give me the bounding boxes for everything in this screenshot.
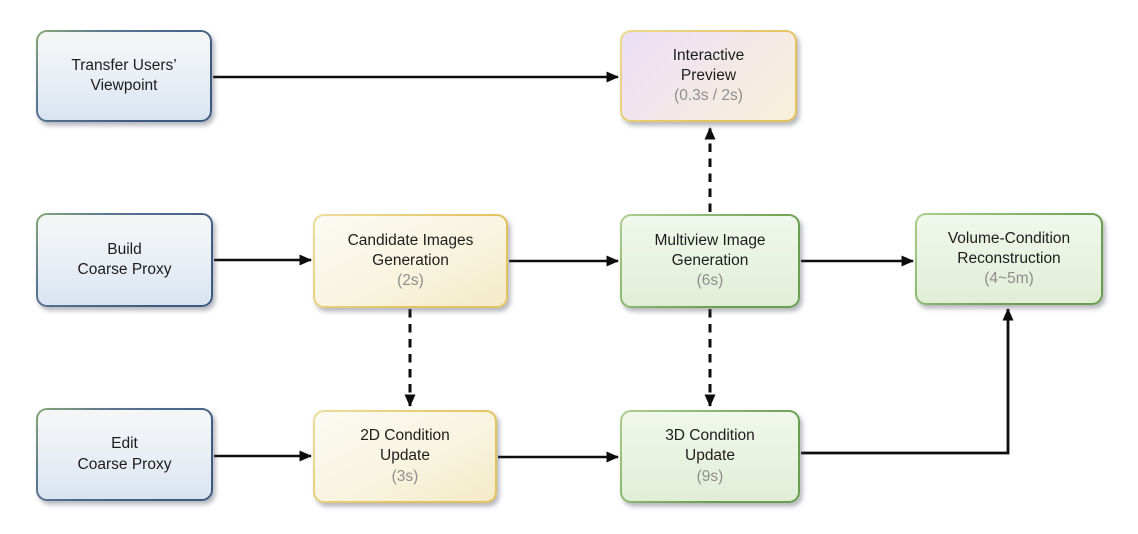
node-body: Candidate Images Generation (2s) [315, 216, 506, 306]
node-transfer-users-viewpoint: Transfer Users’ Viewpoint [36, 30, 212, 122]
node-time: (3s) [391, 467, 419, 485]
node-title: Interactive Preview [672, 46, 745, 84]
node-body: Multiview Image Generation (6s) [622, 216, 798, 306]
node-interactive-preview: Interactive Preview (0.3s / 2s) [620, 30, 797, 122]
node-title: Transfer Users’ Viewpoint [71, 56, 177, 94]
node-body: 3D Condition Update (9s) [622, 412, 798, 501]
node-body: Volume-Condition Reconstruction (4~5m) [917, 215, 1101, 303]
node-time: (2s) [397, 272, 424, 290]
arrow-3d-to-volume-elbow [801, 308, 1014, 455]
node-candidate-images-generation: Candidate Images Generation (2s) [313, 214, 508, 308]
node-time: (6s) [696, 272, 724, 290]
node-time: (4~5m) [984, 270, 1034, 288]
node-volume-condition-reconstruction: Volume-Condition Reconstruction (4~5m) [915, 213, 1103, 305]
node-body: Build Coarse Proxy [38, 215, 211, 305]
node-build-coarse-proxy: Build Coarse Proxy [36, 213, 213, 307]
node-edit-coarse-proxy: Edit Coarse Proxy [36, 408, 213, 501]
node-body: Interactive Preview (0.3s / 2s) [622, 32, 795, 120]
node-title: Build Coarse Proxy [77, 240, 172, 278]
node-title: 3D Condition Update [665, 427, 755, 465]
node-time: (0.3s / 2s) [674, 87, 743, 105]
node-title: Volume-Condition Reconstruction [947, 229, 1071, 267]
node-3d-condition-update: 3D Condition Update (9s) [620, 410, 800, 503]
node-title: Edit Coarse Proxy [77, 435, 172, 473]
node-body: Transfer Users’ Viewpoint [38, 32, 210, 120]
node-title: Multiview Image Generation [654, 231, 766, 269]
node-time: (9s) [696, 467, 724, 485]
node-multiview-image-generation: Multiview Image Generation (6s) [620, 214, 800, 308]
node-body: Edit Coarse Proxy [38, 410, 211, 499]
node-2d-condition-update: 2D Condition Update (3s) [313, 410, 497, 503]
node-title: 2D Condition Update [360, 427, 450, 465]
node-body: 2D Condition Update (3s) [315, 412, 495, 501]
node-title: Candidate Images Generation [347, 231, 474, 269]
